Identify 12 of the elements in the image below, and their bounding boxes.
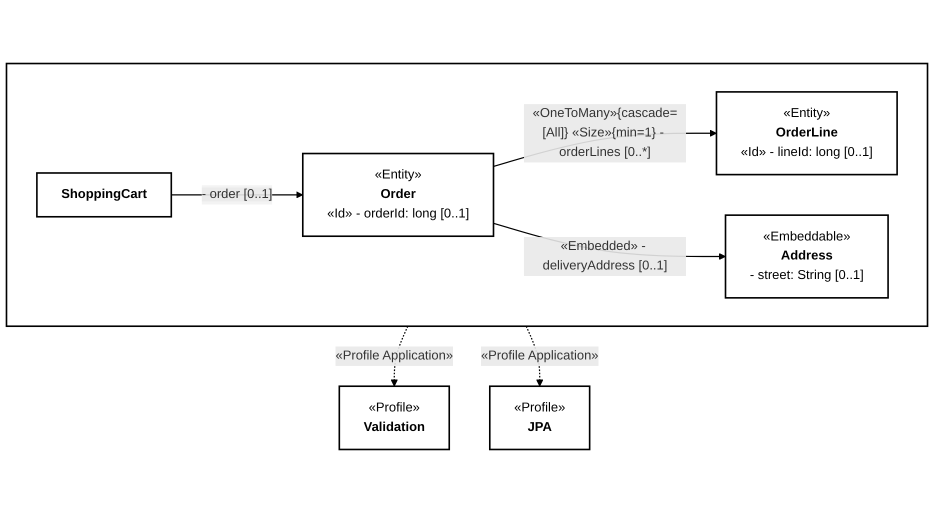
node-box: «Entity» OrderLine «Id» - lineId: long [0..1] <box>716 91 898 176</box>
cluster <box>6 62 928 328</box>
edge-label: «OneToMany»{cascade=[All]} «Size»{min=1} - orderLines [0..*] <box>532 106 678 160</box>
edge-label: «Profile Application» <box>480 348 598 363</box>
node-box: ShoppingCart <box>36 172 172 218</box>
edge-label: «Embedded» - deliveryAddress [0..1] <box>542 239 668 273</box>
node-box: «Entity» Order «Id» - orderId: long [0..1] <box>302 152 494 238</box>
edge-label: «Profile Application» <box>336 348 454 363</box>
node-box: «Profile» Validation <box>338 385 450 450</box>
node-box: «Profile» JPA <box>488 385 590 450</box>
edge-label: - order [0..1] <box>202 188 272 202</box>
node-box: «Embeddable» Address - street: String [0..1] <box>724 214 889 299</box>
